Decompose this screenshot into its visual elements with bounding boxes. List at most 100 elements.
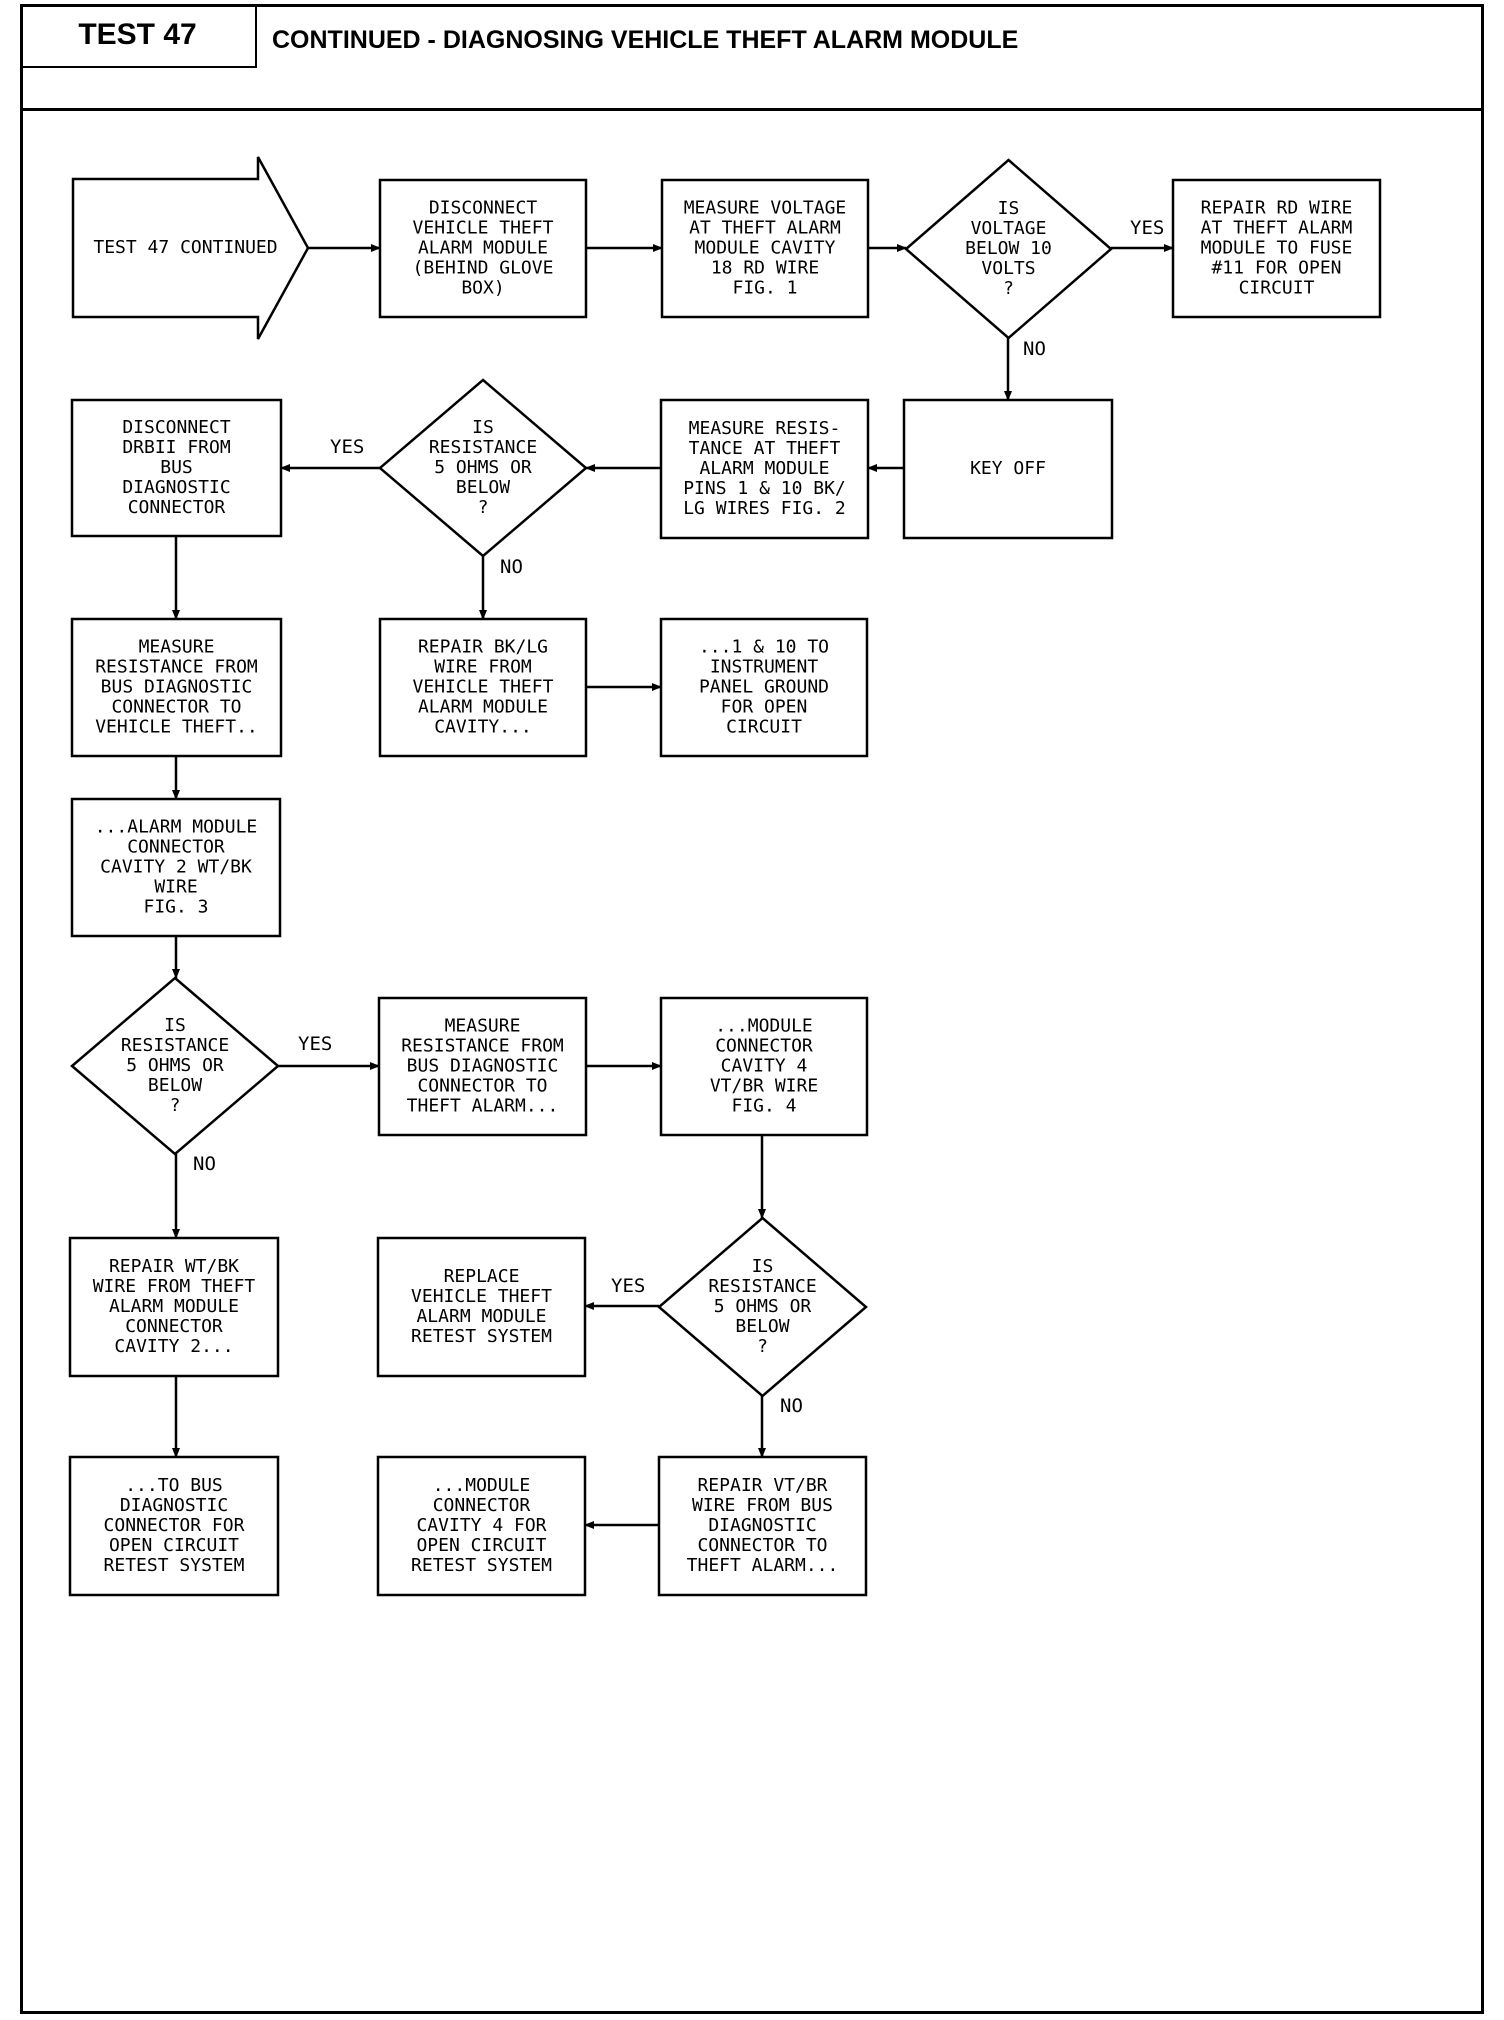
node-text-line: VOLTAGE [971, 218, 1047, 239]
node-text-line: CONNECTOR [127, 837, 225, 858]
node-text-line: BOX) [461, 278, 504, 299]
process-box [376, 1455, 587, 1597]
process-box [68, 1236, 280, 1378]
node-text-line: FOR OPEN [721, 697, 808, 718]
edge-label-yes: YES [298, 1033, 332, 1055]
node-text-line: 5 OHMS OR [126, 1055, 224, 1076]
node-start: TEST 47 CONTINUED [71, 156, 310, 340]
node-text-line: VEHICLE THEFT.. [95, 717, 258, 738]
node-text-line: TEST 47 CONTINUED [93, 237, 277, 258]
decision-diamond [70, 976, 280, 1156]
node-text-line: MODULE TO FUSE [1201, 238, 1353, 259]
process-box [657, 1455, 868, 1597]
node-text-line: WIRE FROM THEFT [93, 1276, 256, 1297]
node-text-line: INSTRUMENT [710, 657, 819, 678]
node-text-line: ...MODULE [433, 1475, 531, 1496]
node-text-line: REPAIR WT/BK [109, 1256, 239, 1277]
node-text-line: THEFT ALARM... [687, 1555, 839, 1576]
node-text-line: CIRCUIT [726, 717, 802, 738]
edge-label-no: NO [780, 1395, 803, 1417]
node-text-line: PANEL GROUND [699, 677, 829, 698]
edge-label-yes: YES [611, 1275, 645, 1297]
node-text-line: REPLACE [444, 1266, 520, 1287]
node-text-line: CAVITY 2... [114, 1336, 233, 1357]
edge-resistance-decision-3-to-replace-module: YES [584, 1275, 659, 1310]
node-text-line: MEASURE [445, 1016, 521, 1037]
node-text-line: CAVITY... [434, 717, 532, 738]
node-text-line: BUS [160, 457, 193, 478]
node-text-line: REPAIR RD WIRE [1201, 198, 1353, 219]
edge-label-yes: YES [1130, 217, 1164, 239]
node-text-line: 5 OHMS OR [434, 457, 532, 478]
node-text-line: BELOW 10 [965, 238, 1052, 259]
node-text-line: BELOW [735, 1316, 789, 1337]
node-text-line: ...1 & 10 TO [699, 637, 829, 658]
node-text-line: IS [472, 417, 494, 438]
node-text-line: ? [478, 497, 489, 518]
node-text-line: WIRE FROM [434, 657, 532, 678]
process-box [660, 178, 870, 319]
node-text-line: RETEST SYSTEM [411, 1326, 552, 1347]
process-box [659, 617, 869, 758]
node-text-line: BUS DIAGNOSTIC [407, 1056, 559, 1077]
node-text-line: OPEN CIRCUIT [109, 1535, 239, 1556]
header: TEST 47 CONTINUED - DIAGNOSING VEHICLE T… [20, 4, 1484, 111]
node-text-line: DISCONNECT [122, 417, 231, 438]
node-text-line: CONNECTOR [433, 1495, 531, 1516]
start-arrow [71, 156, 310, 340]
node-text-line: CONNECTOR TO [417, 1076, 547, 1097]
node-text-line: VEHICLE THEFT [413, 218, 554, 239]
node-text-line: (BEHIND GLOVE [413, 258, 554, 279]
node-text-line: VOLTS [981, 258, 1035, 279]
node-text-line: FIG. 4 [731, 1096, 796, 1117]
node-text-line: IS [164, 1015, 186, 1036]
node-text-line: AT THEFT ALARM [1201, 218, 1353, 239]
node-text-line: RESISTANCE FROM [401, 1036, 564, 1057]
process-box [659, 398, 870, 540]
edge-resistance-decision-2-to-measure-resistance-bus-2: YES [278, 1033, 380, 1070]
node-text-line: DIAGNOSTIC [122, 477, 230, 498]
node-text-line: #11 FOR OPEN [1211, 258, 1341, 279]
node-text-line: BELOW [456, 477, 510, 498]
test-number: TEST 47 [20, 4, 257, 68]
node-text-line: IS [752, 1256, 774, 1277]
node-key-off: KEY OFF [902, 398, 1114, 540]
node-text-line: FIG. 3 [143, 897, 208, 918]
process-box [659, 996, 869, 1137]
edge-label-yes: YES [330, 436, 364, 458]
node-text-line: ...TO BUS [125, 1475, 223, 1496]
node-text-line: CONNECTOR TO [111, 697, 241, 718]
edge-label-no: NO [500, 556, 523, 578]
node-text-line: ? [1003, 278, 1014, 299]
node-text-line: DIAGNOSTIC [708, 1515, 816, 1536]
process-box [70, 398, 283, 538]
node-text-line: ALARM MODULE [418, 238, 548, 259]
page-title: CONTINUED - DIAGNOSING VEHICLE THEFT ALA… [272, 26, 1019, 54]
node-text-line: MEASURE VOLTAGE [684, 198, 847, 219]
node-text-line: CONNECTOR TO [697, 1535, 827, 1556]
process-box [902, 398, 1114, 540]
node-text-line: CONNECTOR [125, 1316, 223, 1337]
edge-label-no: NO [193, 1153, 216, 1175]
process-box [1171, 178, 1382, 319]
node-text-line: MODULE CAVITY [695, 238, 836, 259]
page-frame [20, 4, 1484, 2014]
node-text-line: CAVITY 2 WT/BK [100, 857, 252, 878]
node-text-line: PINS 1 & 10 BK/ [683, 478, 846, 499]
node-text-line: MEASURE [139, 637, 215, 658]
process-box [377, 996, 588, 1137]
node-text-line: CONNECTOR [128, 497, 226, 518]
node-text-line: DIAGNOSTIC [120, 1495, 228, 1516]
